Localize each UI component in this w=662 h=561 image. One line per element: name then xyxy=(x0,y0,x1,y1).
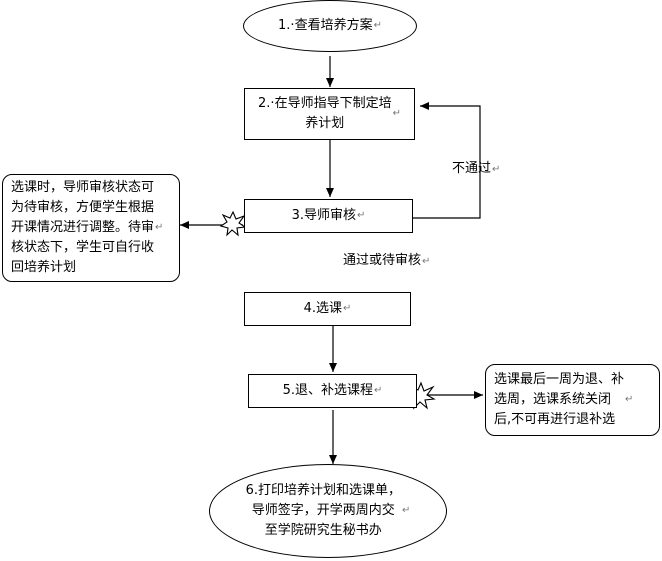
starburst-icon-step3 xyxy=(219,210,247,237)
step4-node: 4.选课↵ xyxy=(244,292,411,326)
step2-node: 2.·在导师指导下制定培 养计划↵ xyxy=(244,88,415,140)
step3-label: 3.导师审核 xyxy=(291,208,356,223)
step1-node: 1.·查看培养方案↵ xyxy=(243,0,417,52)
step6-label: 6.打印培养计划和选课单， 导师签字，开学两周内交 至学院研究生秘书办 xyxy=(245,483,401,538)
return-mark: ↵ xyxy=(422,256,431,267)
note-left-text: 选课时，导师审核状态可 为待审核，方便学生根据 开课情况进行调整。待审 核状态下… xyxy=(11,180,155,275)
return-mark: ↵ xyxy=(357,210,366,221)
return-mark: ↵ xyxy=(402,505,411,516)
step6-node: 6.打印培养计划和选课单， 导师签字，开学两周内交 至学院研究生秘书办↵ xyxy=(209,464,447,558)
step3-node: 3.导师审核↵ xyxy=(244,199,413,233)
step1-label: 1.·查看培养方案 xyxy=(278,18,373,33)
edge-label-fail: 不通过↵ xyxy=(452,161,501,176)
note-left: 选课时，导师审核状态可 为待审核，方便学生根据 开课情况进行调整。待审 核状态下… xyxy=(2,174,180,282)
return-mark: ↵ xyxy=(155,222,164,233)
return-mark: ↵ xyxy=(373,20,382,31)
step5-label: 5.退、补选课程 xyxy=(282,383,373,398)
return-mark: ↵ xyxy=(625,394,634,405)
step2-label: 2.·在导师指导下制定培 养计划 xyxy=(258,96,392,131)
note-right-text: 选课最后一周为退、补 选周，选课系统关闭 后,不可再进行退补选 xyxy=(494,372,625,427)
return-mark: ↵ xyxy=(374,385,383,396)
arrow-fail-loop xyxy=(413,102,481,219)
return-mark: ↵ xyxy=(492,164,501,175)
edge-label-pass: 通过或待审核↵ xyxy=(343,253,431,268)
step5-node: 5.退、补选课程↵ xyxy=(248,374,417,408)
note-right: 选课最后一周为退、补 选周，选课系统关闭 后,不可再进行退补选↵ xyxy=(485,364,660,436)
step4-label: 4.选课 xyxy=(303,301,342,316)
return-mark: ↵ xyxy=(392,108,401,119)
return-mark: ↵ xyxy=(343,303,352,314)
